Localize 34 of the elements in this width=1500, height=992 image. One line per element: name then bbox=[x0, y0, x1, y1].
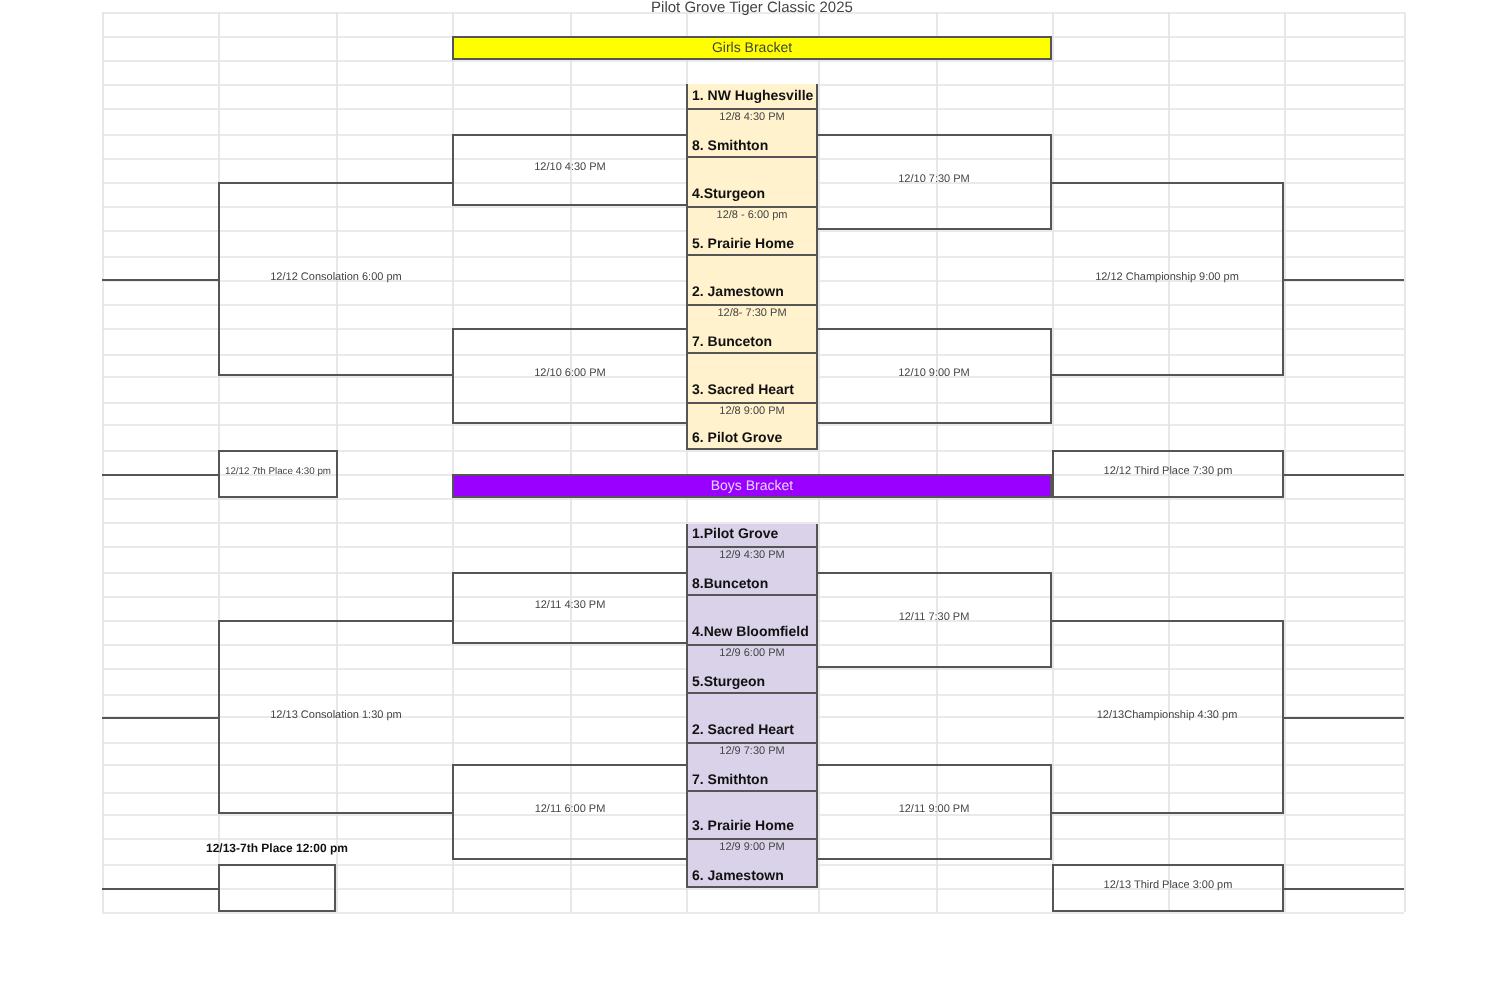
match-box bbox=[686, 86, 818, 158]
bracket-outline bbox=[818, 134, 1052, 230]
bracket-outline bbox=[1052, 182, 1284, 376]
bracket-outline bbox=[818, 328, 1052, 424]
match-box bbox=[218, 864, 336, 912]
bracket-banner bbox=[452, 36, 1052, 60]
match-box bbox=[218, 450, 338, 498]
connector-line bbox=[1283, 888, 1405, 890]
connector-line bbox=[101, 474, 219, 476]
match-box bbox=[686, 524, 818, 596]
match-box bbox=[686, 622, 818, 694]
bracket-outline bbox=[218, 182, 452, 376]
connector-line bbox=[101, 279, 219, 281]
connector-line bbox=[1283, 279, 1405, 281]
bracket-outline bbox=[452, 134, 686, 206]
match-box bbox=[686, 720, 818, 792]
match-box bbox=[1052, 450, 1284, 498]
connector-line bbox=[101, 888, 219, 890]
connector-line bbox=[1283, 717, 1405, 719]
bracket-banner bbox=[452, 474, 1052, 498]
bracket-outline bbox=[818, 572, 1052, 668]
connector-line bbox=[101, 717, 219, 719]
connector-line bbox=[1283, 474, 1405, 476]
bracket-outline bbox=[452, 572, 686, 644]
match-box bbox=[686, 380, 818, 450]
match-box bbox=[686, 184, 818, 256]
match-box bbox=[686, 816, 818, 888]
bracket-outline bbox=[818, 764, 1052, 860]
match-box bbox=[1052, 864, 1284, 912]
match-box bbox=[686, 282, 818, 354]
bracket-outline bbox=[1052, 620, 1284, 814]
bracket-outline bbox=[452, 764, 686, 860]
bracket-outline bbox=[218, 620, 452, 814]
bracket-outline bbox=[452, 328, 686, 424]
